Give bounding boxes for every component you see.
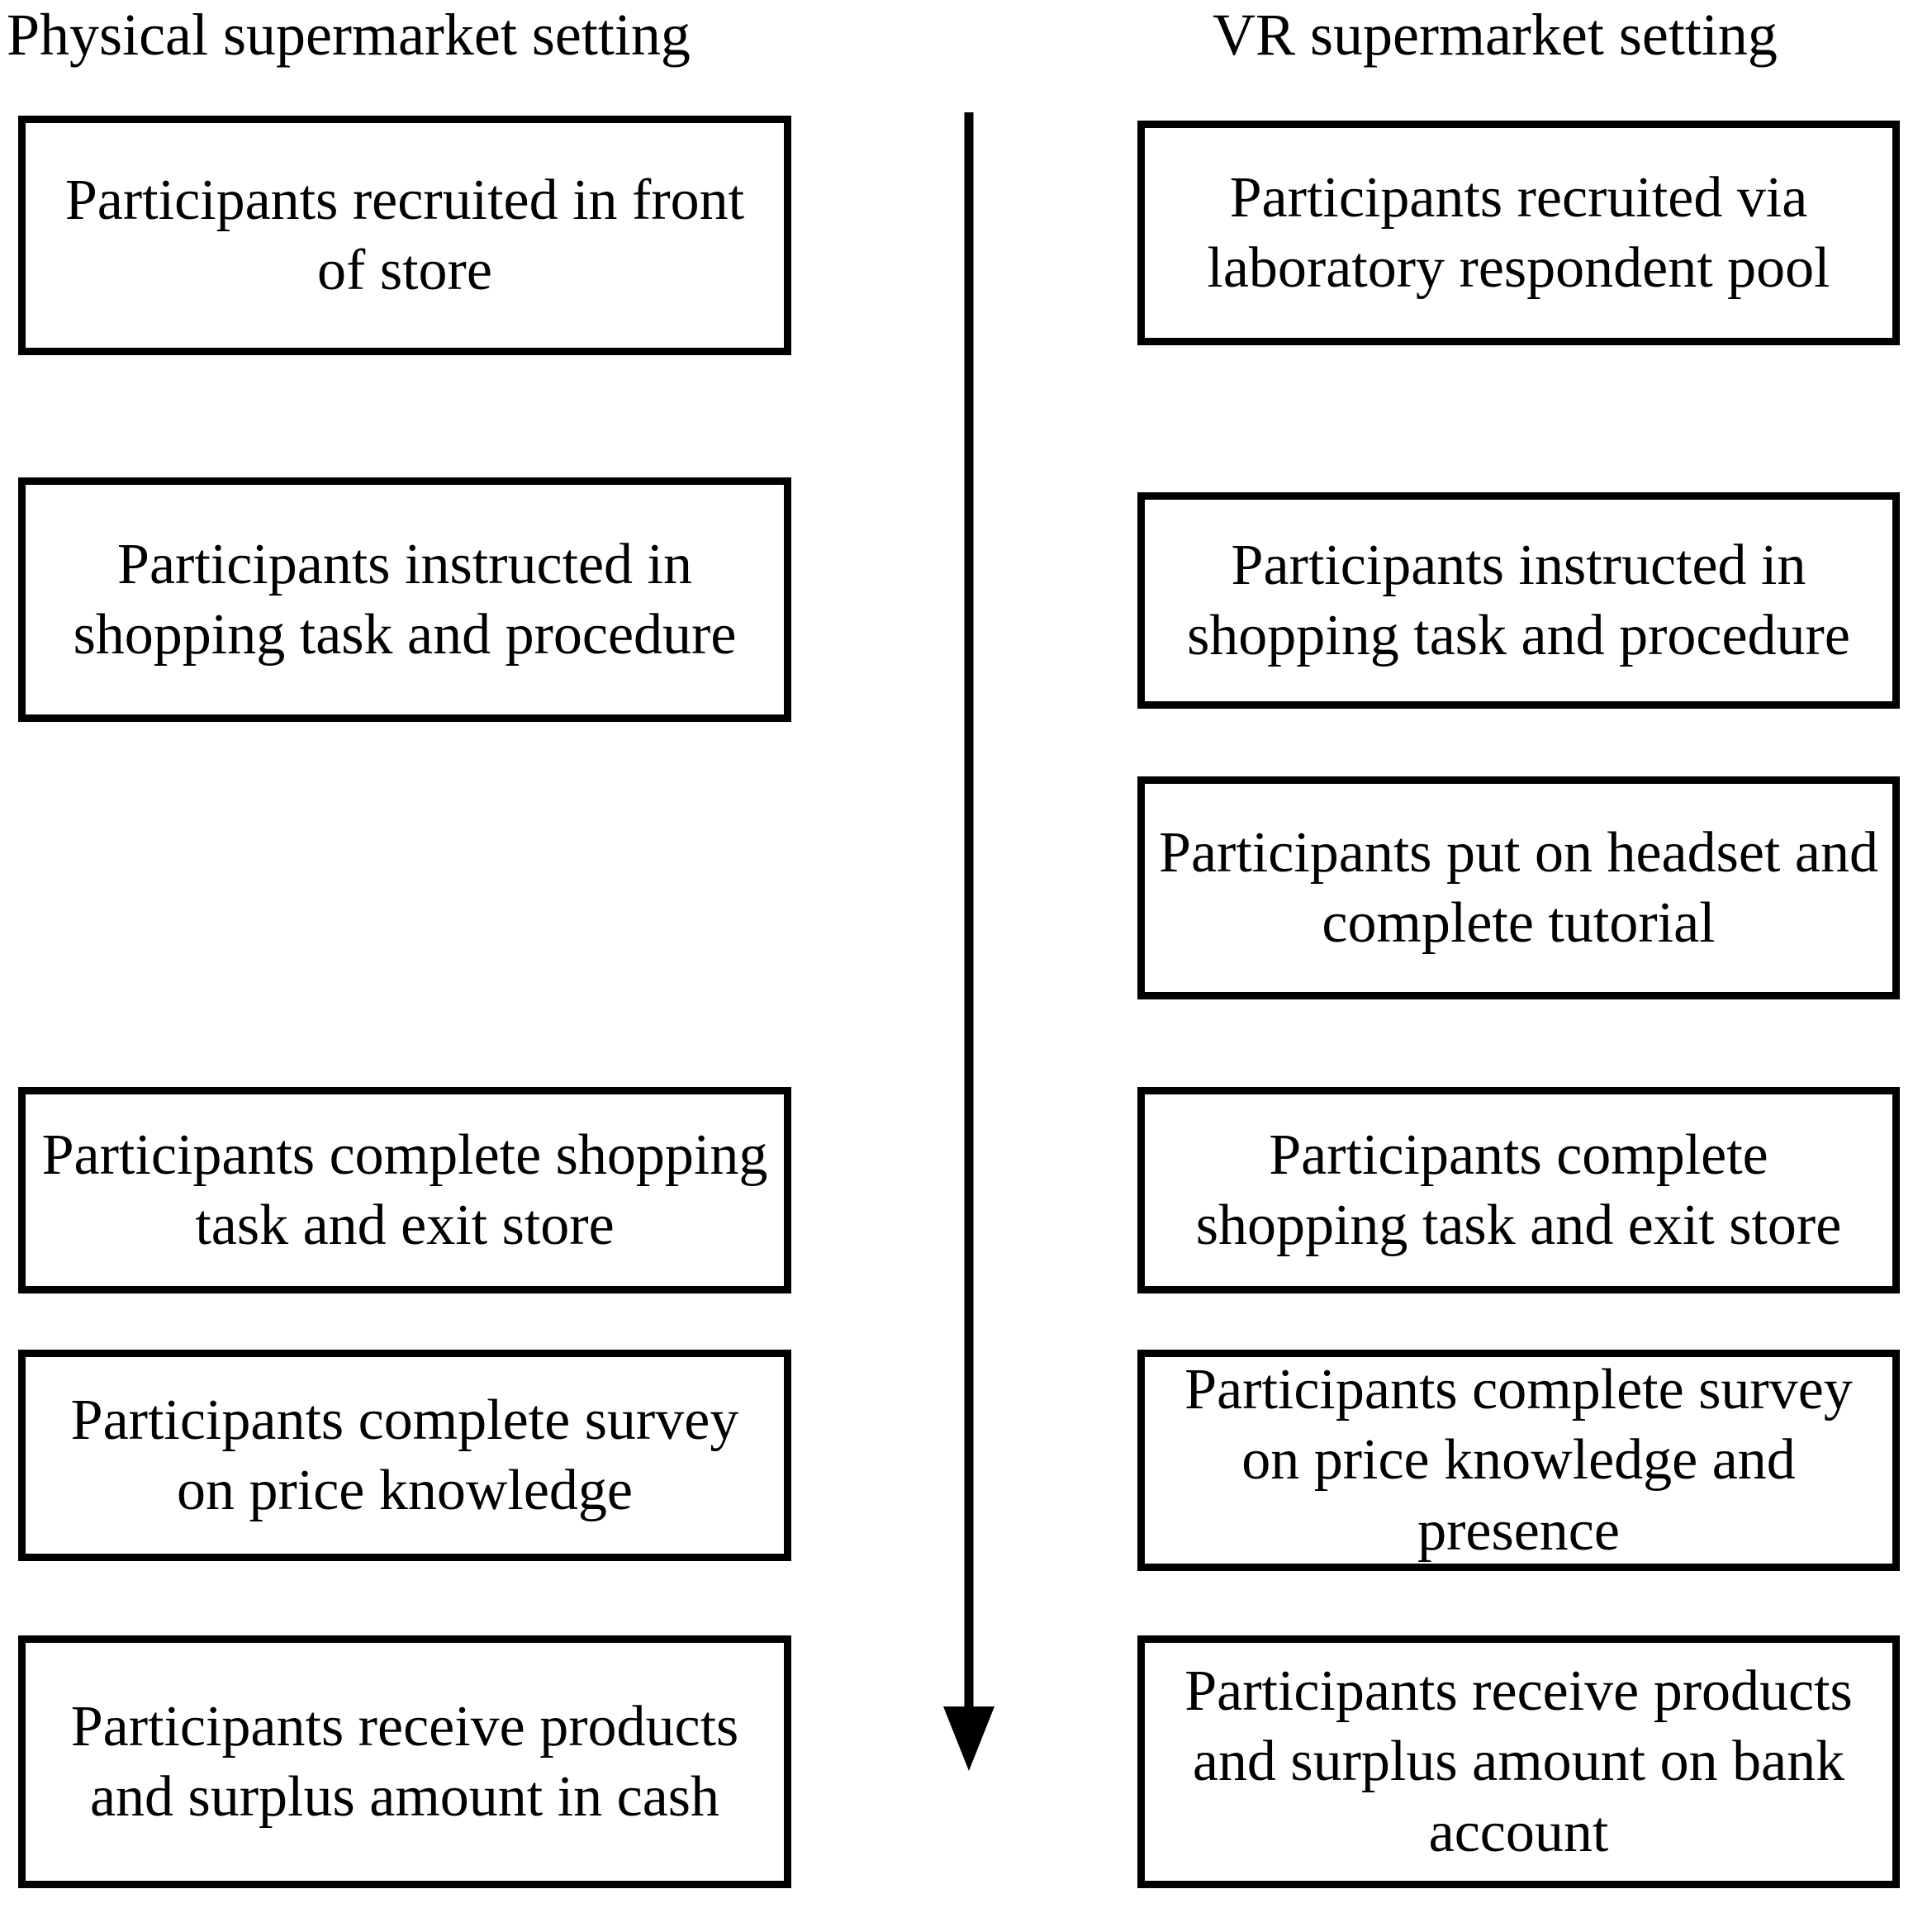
flow-box-label: Participants complete shopping task and …	[1195, 1123, 1842, 1257]
flow-box-vr-step-2: Participants instructed in shopping task…	[1137, 492, 1900, 709]
flow-box-label: Participants instructed in shopping task…	[1187, 533, 1850, 667]
flow-box-label: Participants receive products and surplu…	[70, 1694, 739, 1829]
column-header-vr: VR supermarket setting	[1213, 2, 1778, 68]
flow-box-vr-step-5: Participants complete survey on price kn…	[1137, 1350, 1900, 1571]
flow-box-vr-step-3: Participants put on headset and complete…	[1137, 776, 1900, 999]
flow-box-label: Participants complete shopping task and …	[41, 1123, 768, 1257]
flow-box-label: Participants instructed in shopping task…	[73, 532, 737, 667]
flow-box-label: Participants complete survey on price kn…	[70, 1388, 739, 1522]
flow-box-physical-step-4: Participants complete survey on price kn…	[18, 1350, 791, 1561]
flow-box-vr-step-4: Participants complete shopping task and …	[1137, 1087, 1900, 1293]
flow-box-vr-step-6: Participants receive products and surplu…	[1137, 1635, 1900, 1888]
flow-box-physical-step-5: Participants receive products and surplu…	[18, 1635, 791, 1888]
flow-box-label: Participants put on headset and complete…	[1159, 820, 1878, 955]
column-header-physical: Physical supermarket setting	[7, 2, 691, 68]
flow-box-physical-step-1: Participants recruited in front of store	[18, 116, 791, 355]
flow-box-label: Participants recruited in front of store	[64, 168, 745, 302]
flow-box-physical-step-3: Participants complete shopping task and …	[18, 1087, 791, 1293]
flow-box-label: Participants recruited via laboratory re…	[1207, 165, 1830, 300]
flow-box-label: Participants complete survey on price kn…	[1184, 1357, 1853, 1563]
flow-box-label: Participants receive products and surplu…	[1184, 1659, 1853, 1864]
down-arrow-icon	[932, 112, 1006, 1773]
flow-box-physical-step-2: Participants instructed in shopping task…	[18, 477, 791, 722]
flow-box-vr-step-1: Participants recruited via laboratory re…	[1137, 121, 1900, 345]
